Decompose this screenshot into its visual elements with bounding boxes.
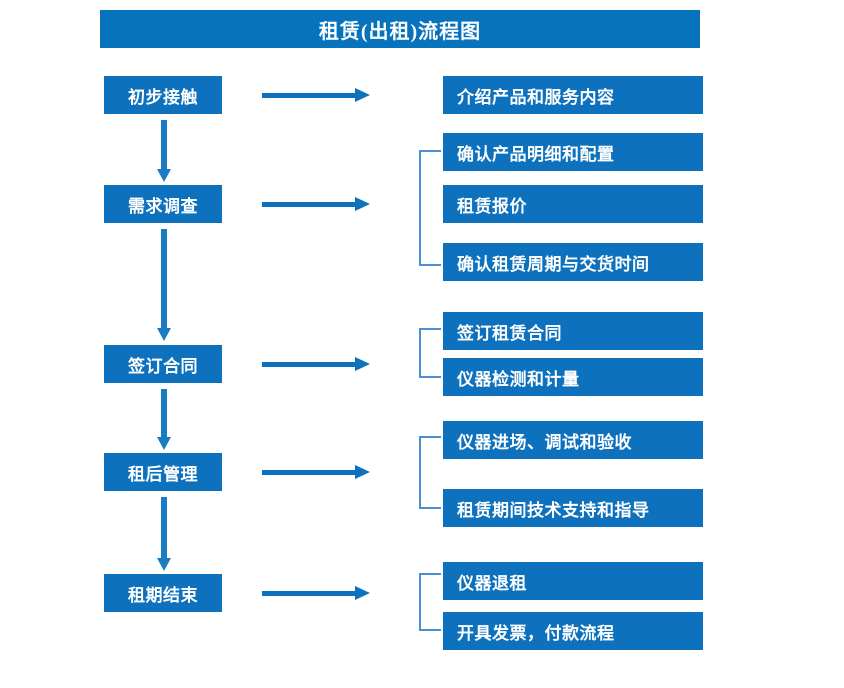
vertical-arrow-2 — [157, 229, 171, 341]
horizontal-arrow-4 — [262, 465, 370, 479]
arrow-head-down-icon — [157, 169, 171, 182]
arrow-shaft — [161, 120, 167, 170]
arrow-shaft — [262, 93, 356, 98]
arrow-head-right-icon — [355, 88, 370, 102]
arrow-head-down-icon — [157, 437, 171, 450]
group-bracket-1 — [419, 150, 441, 266]
detail-box-2[interactable]: 确认产品明细和配置 — [443, 133, 703, 171]
detail-box-3[interactable]: 租赁报价 — [443, 185, 703, 223]
arrow-shaft — [262, 470, 356, 475]
detail-box-10[interactable]: 开具发票，付款流程 — [443, 612, 703, 650]
arrow-head-right-icon — [355, 357, 370, 371]
arrow-shaft — [161, 229, 167, 329]
stage-box-3[interactable]: 签订合同 — [104, 345, 222, 383]
stage-box-5[interactable]: 租期结束 — [104, 574, 222, 612]
arrow-head-down-icon — [157, 328, 171, 341]
arrow-head-right-icon — [355, 586, 370, 600]
arrow-shaft — [161, 389, 167, 438]
horizontal-arrow-3 — [262, 357, 370, 371]
detail-box-5[interactable]: 签订租赁合同 — [443, 312, 703, 350]
arrow-shaft — [262, 362, 356, 367]
detail-box-8[interactable]: 租赁期间技术支持和指导 — [443, 489, 703, 527]
group-bracket-4 — [419, 573, 441, 631]
detail-box-1[interactable]: 介绍产品和服务内容 — [443, 76, 703, 114]
group-bracket-2 — [419, 328, 441, 378]
arrow-shaft — [161, 497, 167, 559]
detail-box-9[interactable]: 仪器退租 — [443, 562, 703, 600]
stage-box-4[interactable]: 租后管理 — [104, 453, 222, 491]
horizontal-arrow-2 — [262, 197, 370, 211]
page-title: 租赁(出租)流程图 — [100, 10, 700, 48]
vertical-arrow-3 — [157, 389, 171, 450]
arrow-head-right-icon — [355, 197, 370, 211]
detail-box-7[interactable]: 仪器进场、调试和验收 — [443, 421, 703, 459]
stage-box-2[interactable]: 需求调查 — [104, 185, 222, 223]
vertical-arrow-4 — [157, 497, 171, 571]
detail-box-4[interactable]: 确认租赁周期与交货时间 — [443, 243, 703, 281]
stage-box-1[interactable]: 初步接触 — [104, 76, 222, 114]
arrow-head-right-icon — [355, 465, 370, 479]
group-bracket-3 — [419, 436, 441, 509]
arrow-shaft — [262, 591, 356, 596]
horizontal-arrow-1 — [262, 88, 370, 102]
horizontal-arrow-5 — [262, 586, 370, 600]
arrow-shaft — [262, 202, 356, 207]
vertical-arrow-1 — [157, 120, 171, 182]
arrow-head-down-icon — [157, 558, 171, 571]
detail-box-6[interactable]: 仪器检测和计量 — [443, 358, 703, 396]
